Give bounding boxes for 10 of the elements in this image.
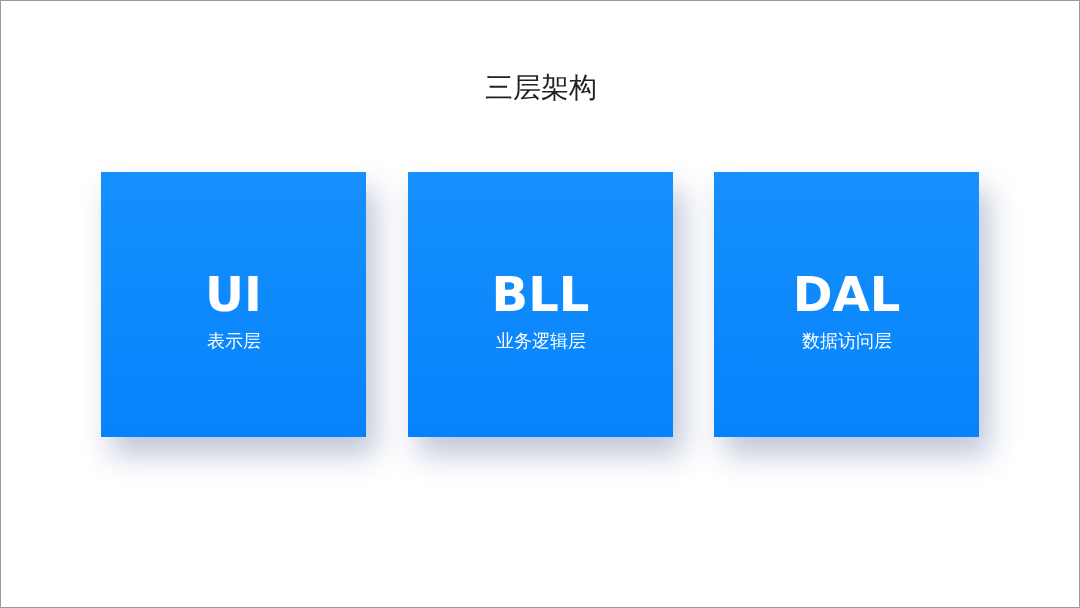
layer-box [101,172,366,437]
layer-name: 表示层 [206,328,261,353]
layer-name: 业务逻辑层 [495,328,586,353]
layer-box [408,172,673,437]
diagram-title: 三层架构 [485,70,597,106]
layer-box [714,172,979,437]
layer-abbreviation: BLL [491,268,590,321]
layer-abbreviation: UI [205,268,262,321]
layer-name: 数据访问层 [801,328,892,353]
layer-abbreviation: DAL [792,268,901,321]
